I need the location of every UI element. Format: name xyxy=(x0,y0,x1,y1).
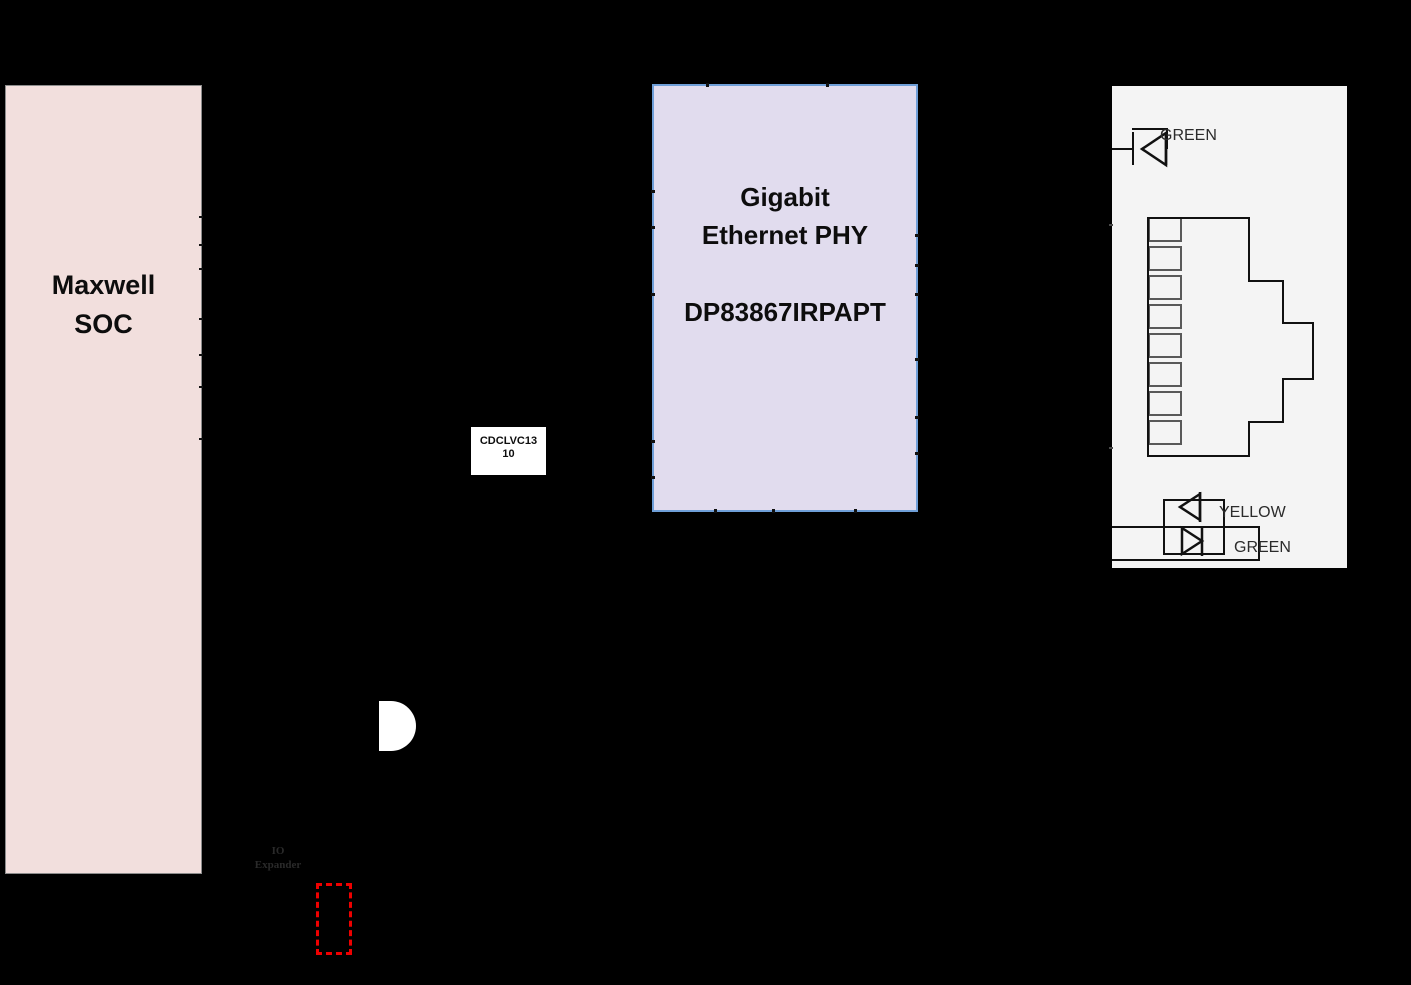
rj45-contact-pin xyxy=(1148,275,1182,300)
clock-buffer-block[interactable]: CDCLVC13 10 xyxy=(471,427,546,475)
rj45-led-box-top xyxy=(1163,499,1225,501)
led-green-bottom-icon xyxy=(1180,525,1205,557)
rj45-body-bottom-edge xyxy=(1147,455,1250,457)
rj45-profile-seg xyxy=(1282,378,1314,380)
io-expander-highlight-box[interactable] xyxy=(316,883,352,955)
phy-pin-right xyxy=(915,452,919,455)
phy-pin-right xyxy=(915,293,919,296)
rj45-profile-seg xyxy=(1248,421,1250,457)
soc-pin xyxy=(199,354,203,356)
soc-pin xyxy=(199,386,203,388)
rj45-led-label-green-bottom: GREEN xyxy=(1234,539,1291,556)
rj45-profile-seg xyxy=(1248,217,1250,281)
phy-pin-bottom xyxy=(772,509,775,513)
rj45-green-led-wire-out xyxy=(1223,526,1260,528)
rj45-connector[interactable]: GREEN xyxy=(1109,86,1347,568)
soc-pin xyxy=(199,268,203,270)
rj45-profile-seg xyxy=(1248,421,1284,423)
rj45-contact-pin xyxy=(1148,333,1182,358)
rj45-profile-seg xyxy=(1282,280,1284,323)
rj45-contact-pin xyxy=(1148,362,1182,387)
phy-pin-right xyxy=(915,416,919,419)
phy-pin-right xyxy=(915,234,919,237)
rj45-left-stub xyxy=(1109,447,1113,449)
rj45-contact-pin xyxy=(1148,217,1182,242)
rj45-body-top-edge xyxy=(1147,217,1250,219)
clock-buffer-label: CDCLVC13 10 xyxy=(479,435,538,461)
rj45-led-box-mid xyxy=(1163,526,1225,528)
phy-pin-bottom xyxy=(854,509,857,513)
soc-pin xyxy=(199,318,203,320)
soc-pin xyxy=(199,438,203,440)
rj45-led-box-bottom xyxy=(1163,553,1225,555)
led-yellow-icon xyxy=(1177,491,1202,523)
rj45-yellow-led-wire-in xyxy=(1112,526,1164,528)
rj45-profile-seg xyxy=(1248,280,1284,282)
phy-pin-bottom xyxy=(714,509,717,513)
rj45-top-led-cathode-bar xyxy=(1132,132,1134,165)
phy-pin-top xyxy=(706,83,709,87)
phy-pin-left xyxy=(651,476,655,479)
phy-block-label: Gigabit Ethernet PHY DP83867IRPAPT xyxy=(684,182,886,328)
phy-pin-top xyxy=(826,83,829,87)
d-shape-marker xyxy=(379,701,416,751)
rj45-body-left-edge xyxy=(1147,217,1149,457)
rj45-top-led-wire-top xyxy=(1132,128,1168,130)
phy-pin-left xyxy=(651,190,655,193)
rj45-contact-pin xyxy=(1148,304,1182,329)
rj45-left-stub xyxy=(1109,224,1113,226)
led-green-top-icon xyxy=(1139,130,1168,168)
rj45-green-led-wire-down xyxy=(1258,526,1260,561)
rj45-top-led-wire-in xyxy=(1112,148,1132,150)
rj45-green-led-wire-return xyxy=(1112,559,1260,561)
rj45-contact-pin xyxy=(1148,391,1182,416)
rj45-led-label-yellow: YELLOW xyxy=(1219,504,1286,521)
soc-block-label: Maxwell SOC xyxy=(51,270,156,340)
io-expander-label: IO Expander xyxy=(254,845,302,871)
rj45-led-box-left xyxy=(1163,499,1165,554)
phy-pin-right xyxy=(915,358,919,361)
rj45-profile-seg xyxy=(1282,322,1314,324)
rj45-profile-seg xyxy=(1282,378,1284,423)
rj45-led-label-green-top: GREEN xyxy=(1160,127,1217,144)
phy-block[interactable]: Gigabit Ethernet PHY DP83867IRPAPT xyxy=(651,83,919,513)
rj45-contact-pin xyxy=(1148,420,1182,445)
phy-pin-left xyxy=(651,293,655,296)
soc-block[interactable]: Maxwell SOC xyxy=(5,85,203,874)
soc-pin xyxy=(199,244,203,246)
rj45-contact-pin xyxy=(1148,246,1182,271)
rj45-profile-seg xyxy=(1312,322,1314,380)
phy-pin-right xyxy=(915,264,919,267)
phy-pin-left xyxy=(651,440,655,443)
soc-pin xyxy=(199,216,203,218)
phy-pin-left xyxy=(651,226,655,229)
